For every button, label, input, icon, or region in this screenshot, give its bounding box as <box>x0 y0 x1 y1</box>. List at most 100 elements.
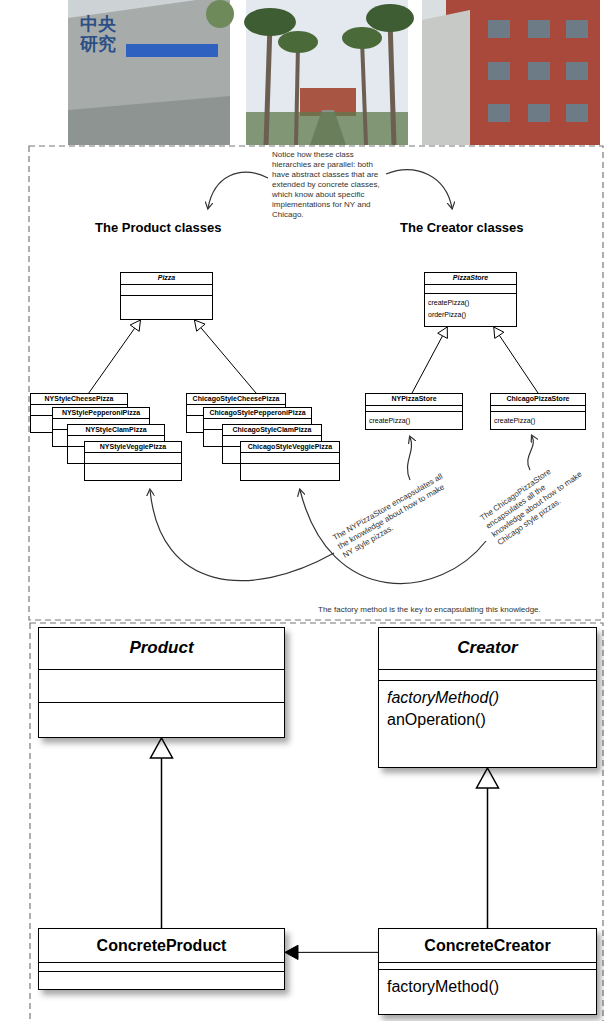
annotation-arrow <box>150 490 334 581</box>
class-name: ChicagoStyleVeggiePizza <box>248 443 332 451</box>
operation-compartment: createPizza() <box>366 412 462 429</box>
operation-row: createPizza() <box>428 295 513 307</box>
connector-line <box>499 335 538 393</box>
palm-trunk <box>296 45 298 145</box>
palm-trunk <box>390 20 394 145</box>
operation-row: createPizza() <box>369 413 459 425</box>
inheritance-connector <box>89 320 141 393</box>
attribute-compartment <box>379 670 596 681</box>
inheritance-triangle <box>194 320 205 331</box>
operation-compartment <box>85 464 181 480</box>
carved-sign-text: 中央研究 <box>80 14 116 54</box>
operation-compartment: factoryMethod() <box>379 970 596 1014</box>
operation: createPizza() <box>428 299 469 306</box>
class-name: ChicagoStylePepperoniPizza <box>209 409 305 417</box>
class-name-compartment: ChicagoPizzaStore <box>491 394 585 406</box>
connector-line <box>161 758 163 928</box>
attribute-compartment <box>121 285 212 296</box>
operation: factoryMethod() <box>387 689 499 706</box>
uml-class-box: Creator factoryMethod() anOperation() <box>378 627 597 768</box>
palm-fronds <box>366 4 414 32</box>
palm-fronds <box>342 27 382 49</box>
inheritance-triangle <box>438 327 448 338</box>
class-name: NYStyleCheesePizza <box>45 395 114 403</box>
annotation-arrow <box>386 170 452 208</box>
inheritance-triangle <box>151 738 173 758</box>
annotation-note: The factory method is the key to encapsu… <box>318 605 541 614</box>
inheritance-connector <box>477 768 499 928</box>
class-name-compartment: Creator <box>379 628 596 670</box>
class-name-compartment: NYStyleCheesePizza <box>31 394 127 405</box>
class-name: ChicagoStyleClamPizza <box>233 426 312 434</box>
operation-compartment <box>39 972 284 989</box>
operation-row: orderPizza() <box>428 307 513 319</box>
class-name-compartment: ConcreteProduct <box>39 929 284 963</box>
blue-sign <box>126 44 218 57</box>
inheritance-triangle <box>130 320 140 331</box>
palm-fronds <box>278 31 318 53</box>
palm-trunk <box>362 40 366 145</box>
photo-brick-building <box>422 0 600 145</box>
connector-line <box>89 328 135 393</box>
inheritance-connector <box>494 327 538 393</box>
operation-row: anOperation() <box>387 709 588 731</box>
class-name-compartment: Product <box>39 628 284 670</box>
operation-row: createPizza() <box>494 413 582 425</box>
window <box>566 62 588 80</box>
class-name: NYStyleVeggiePizza <box>100 443 167 451</box>
class-name: ConcreteCreator <box>424 936 550 955</box>
photo-palms <box>244 0 414 145</box>
operation-compartment: createPizza()orderPizza() <box>425 294 516 326</box>
class-name-compartment: ChicagoStyleClamPizza <box>223 425 321 436</box>
dashed-frame <box>30 623 603 1021</box>
operation: anOperation() <box>387 711 486 728</box>
class-name-compartment: NYStylePepperoniPizza <box>53 408 149 419</box>
operation-row: factoryMethod() <box>387 687 588 709</box>
window <box>566 104 588 122</box>
class-name: PizzaStore <box>453 274 488 282</box>
palm-trunk <box>266 25 270 145</box>
attribute-compartment <box>491 406 585 412</box>
connector-line <box>487 788 489 928</box>
class-name: ChicagoPizzaStore <box>506 395 569 403</box>
window <box>488 62 510 80</box>
attribute-compartment <box>39 670 284 703</box>
tree-leaves <box>206 0 234 28</box>
inheritance-triangle <box>477 768 499 788</box>
connector-line <box>201 328 256 393</box>
attribute-compartment <box>241 453 339 464</box>
annotation-note: Notice how these class hierarchies are p… <box>272 150 384 220</box>
class-name: Creator <box>457 638 517 658</box>
operation: createPizza() <box>494 417 535 424</box>
photo-wall <box>68 0 234 145</box>
annotation-note: The ChicagoPizzaStore encapsulates all t… <box>478 452 591 548</box>
attribute-compartment <box>85 453 181 464</box>
operation: factoryMethod() <box>387 978 499 995</box>
class-name-compartment: PizzaStore <box>425 273 516 285</box>
section-heading: The Creator classes <box>400 220 524 235</box>
operation-compartment <box>121 296 212 319</box>
connector-line <box>412 336 443 393</box>
uml-class-box: Product <box>38 627 285 738</box>
operation-compartment <box>241 464 339 480</box>
uml-class-box: Pizza <box>120 272 213 320</box>
operation-compartment: createPizza() <box>491 412 585 429</box>
class-name: ChicagoStyleCheesePizza <box>193 395 280 403</box>
photo-sky <box>422 0 600 145</box>
class-name: ConcreteProduct <box>97 936 227 955</box>
window <box>528 62 550 80</box>
uml-class-box: NYStyleVeggiePizza <box>84 441 182 481</box>
inheritance-connector <box>412 327 447 393</box>
inheritance-connector <box>151 738 173 928</box>
uml-class-box: PizzaStore createPizza()orderPizza() <box>424 272 517 327</box>
class-name: NYStyleClamPizza <box>85 426 146 434</box>
attribute-compartment <box>425 285 516 294</box>
operation-compartment <box>39 703 284 737</box>
window <box>488 20 510 38</box>
uml-class-box: ChicagoStyleVeggiePizza <box>240 441 340 481</box>
uml-class-box: ConcreteProduct <box>38 928 285 990</box>
operation: createPizza() <box>369 417 410 424</box>
annotation-arrow <box>528 436 534 470</box>
class-name-compartment: Pizza <box>121 273 212 285</box>
